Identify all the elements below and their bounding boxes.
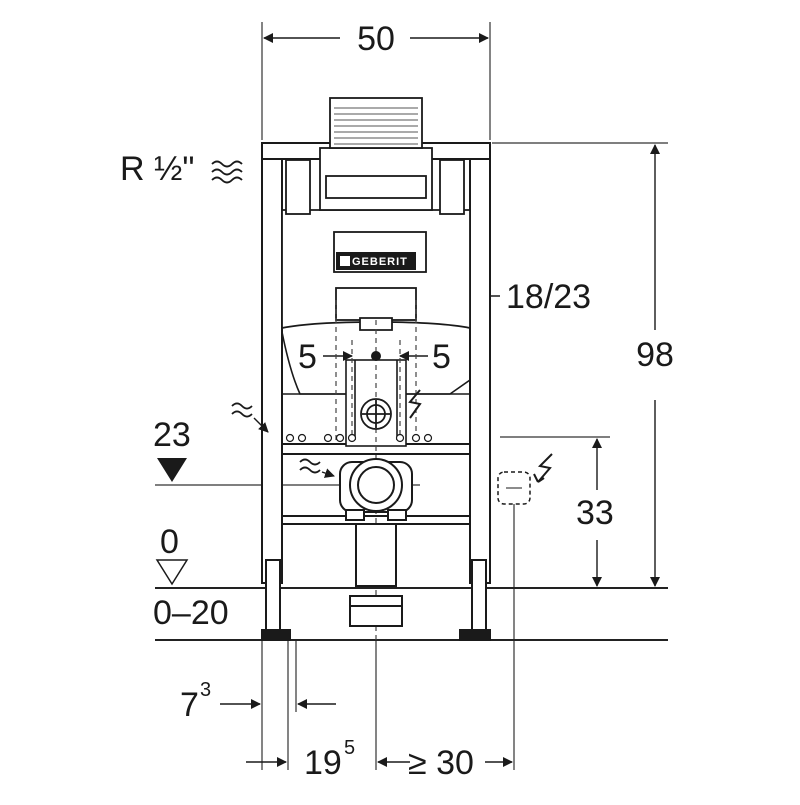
cistern	[281, 97, 471, 331]
frame-left-upright	[261, 142, 283, 584]
water-icon	[211, 160, 321, 474]
drain-height-label: 23	[153, 416, 191, 454]
pipe-thread-label: R ½"	[120, 150, 194, 188]
right-foot	[471, 559, 487, 633]
flush-aperture	[335, 287, 417, 321]
water-pointers	[253, 417, 335, 478]
centre-lines	[335, 300, 417, 640]
floor-level-label: 0	[160, 523, 179, 561]
svg-text:3: 3	[200, 679, 211, 701]
foot-dimension-label: 7 3	[180, 679, 211, 724]
flush-width-label: 18/23	[506, 278, 591, 316]
min-distance-label: ≥ 30	[408, 744, 474, 782]
cistern-inner-panel	[325, 175, 427, 199]
left-offset-label: 5	[298, 338, 317, 376]
fixing-bolts	[285, 433, 433, 443]
frame-right-upright	[469, 142, 491, 584]
overflow-block	[439, 159, 465, 215]
left-foot-plate	[261, 629, 291, 641]
actuator-cover	[329, 97, 423, 149]
extension-lines	[155, 22, 668, 770]
power-socket	[497, 471, 531, 505]
level-markers	[155, 458, 189, 586]
right-offset-label: 5	[432, 338, 451, 376]
right-foot-plate	[459, 629, 491, 641]
floor-lines	[155, 587, 668, 641]
drain-bend	[355, 523, 397, 587]
svg-text:7: 7	[180, 686, 199, 724]
drain-level-triangle	[157, 458, 187, 482]
floor-level-triangle	[155, 559, 189, 586]
center-point	[371, 351, 381, 361]
inlet-valve	[285, 159, 311, 215]
geberit-logo: GEBERIT	[336, 252, 416, 270]
socket-height-label: 33	[576, 494, 614, 532]
floor-range-label: 0–20	[153, 594, 229, 632]
svg-text:19: 19	[304, 744, 342, 782]
svg-text:5: 5	[344, 737, 355, 759]
electric-icon	[408, 389, 553, 483]
width-label: 50	[357, 20, 395, 58]
drain-dimension-label: 19 5	[304, 737, 355, 782]
water-connection	[360, 398, 392, 430]
left-foot	[265, 559, 281, 633]
brand-name: GEBERIT	[352, 256, 408, 268]
drain-connection	[339, 458, 413, 627]
height-label: 98	[636, 336, 674, 374]
drain-pipe-end	[349, 595, 403, 627]
